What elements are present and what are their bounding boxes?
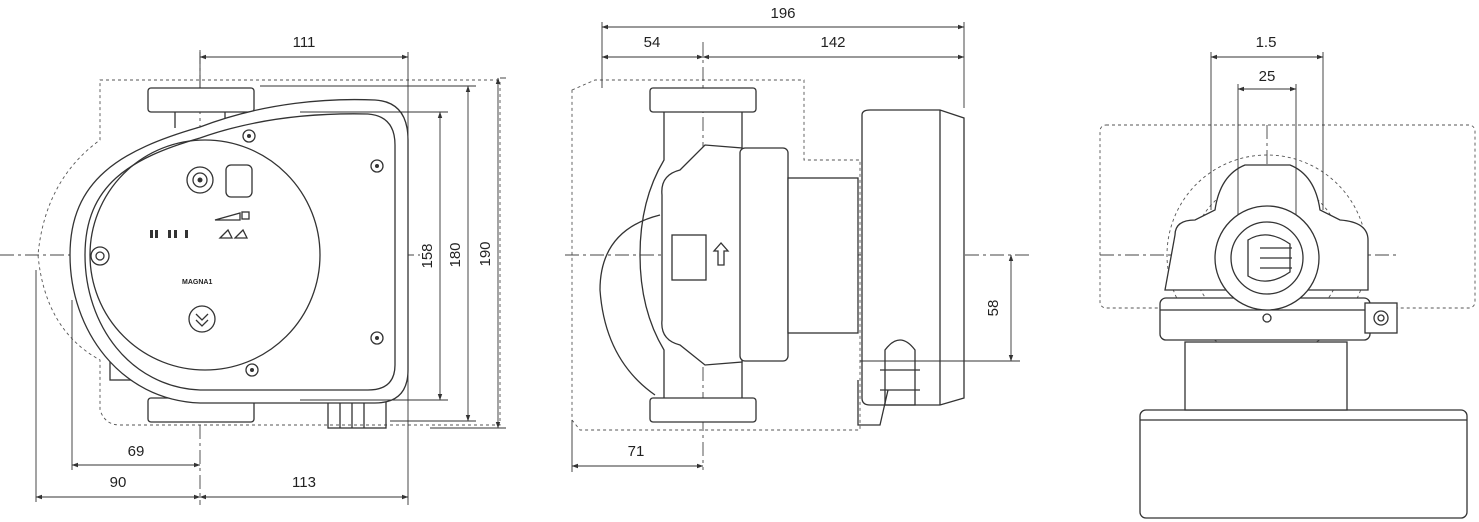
front-cover-disc	[89, 139, 321, 371]
dim-label-180: 180	[447, 242, 464, 267]
dim-label-90: 90	[110, 474, 127, 491]
end-pipe-inner	[1230, 221, 1304, 295]
side-control-box	[861, 109, 965, 406]
end-impeller	[1247, 234, 1291, 282]
end-view: 1.5 25	[1099, 34, 1476, 519]
end-cable-connector-icon	[1364, 302, 1398, 334]
screw-icon	[370, 331, 384, 345]
led-indicator-icon	[150, 230, 188, 238]
display-window	[225, 164, 253, 198]
side-view: 196 54 142 71 58	[565, 5, 1030, 472]
mode-symbol-icon	[214, 211, 250, 239]
front-envelope-outline	[37, 79, 501, 426]
cable-gland	[880, 339, 920, 406]
side-bottom-flange	[649, 397, 757, 423]
flow-direction-arrow-icon	[712, 242, 730, 266]
side-top-flange	[649, 87, 757, 113]
housing-window	[671, 234, 707, 281]
dim-label-54: 54	[644, 34, 661, 51]
end-control-box	[1139, 409, 1468, 519]
control-box-outer	[69, 98, 409, 404]
pump-housing	[661, 144, 743, 366]
brand-label: MAGNA1	[182, 279, 212, 286]
front-view: MAGNA1 111 158 180 190 69 90 113	[0, 34, 506, 505]
dim-label-158: 158	[419, 243, 436, 268]
dim-label-196: 196	[770, 5, 795, 22]
control-knob-icon	[186, 166, 214, 194]
screw-icon	[242, 129, 256, 143]
screw-icon	[90, 246, 110, 266]
power-button-icon	[188, 305, 216, 333]
screw-icon	[370, 159, 384, 173]
volute-curve	[599, 214, 661, 396]
dim-label-113: 113	[292, 474, 316, 491]
dim-label-69: 69	[128, 443, 145, 460]
motor-neck	[787, 177, 859, 334]
dim-label-142: 142	[820, 34, 845, 51]
end-drain-screw-icon	[1262, 313, 1272, 323]
dim-label-25: 25	[1259, 68, 1276, 85]
cable-end	[857, 380, 889, 426]
pipe-body	[639, 112, 743, 398]
dim-label-111: 111	[293, 34, 316, 51]
dim-label-58: 58	[985, 300, 1002, 317]
control-box-inner	[84, 113, 396, 391]
dim-label-71: 71	[628, 443, 645, 460]
dim-label-1-5: 1.5	[1256, 34, 1277, 51]
motor-ring	[739, 147, 789, 362]
screw-icon	[245, 363, 259, 377]
top-flange	[147, 87, 255, 113]
dim-label-190: 190	[477, 241, 494, 266]
end-motor-neck	[1184, 341, 1348, 411]
